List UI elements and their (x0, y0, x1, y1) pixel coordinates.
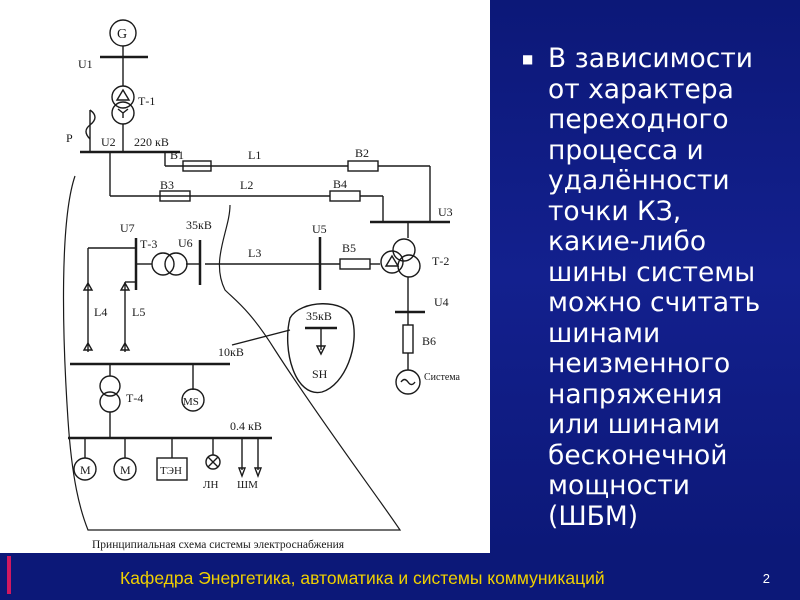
bullet-line: шины системы (548, 256, 756, 288)
heater-ten (156, 457, 188, 481)
power-supply-schematic: G U1 Т-1 P U2 220 кВ В1 L1 В2 В3 L2 В4 U… (62, 19, 461, 551)
t1-label: Т-1 (138, 94, 155, 108)
t4-label: Т-4 (126, 391, 143, 405)
bullet-line: бесконечной (548, 439, 728, 471)
b6-label: В6 (422, 334, 436, 348)
v10-label: 10кВ (218, 345, 244, 359)
u7-label: U7 (120, 221, 135, 235)
l1-label: L1 (248, 148, 261, 162)
ms-label: MS (183, 396, 199, 408)
v35b-label: 35кВ (306, 309, 332, 323)
breaker-b2 (347, 160, 379, 172)
l5-label: L5 (132, 305, 145, 319)
sn-label: SН (312, 367, 328, 381)
u5-label: U5 (312, 222, 327, 236)
bullet-line: или шинами (548, 409, 721, 440)
bullet-text: В зависимости от характера переходного п… (548, 43, 761, 532)
bullet-item: ■ В зависимости от характера переходного… (522, 43, 792, 532)
motor-1 (73, 457, 97, 481)
lamp-ln (205, 454, 221, 470)
l3-label: L3 (248, 246, 261, 260)
bullet-line: В зависимости (548, 43, 753, 74)
b2-label: В2 (355, 146, 369, 160)
b3-label: В3 (160, 178, 174, 192)
l2-label: L2 (240, 178, 253, 192)
v35a-label: 35кВ (186, 218, 212, 232)
text-panel (490, 0, 800, 553)
b4-label: В4 (333, 177, 347, 191)
bullet-line: переходного (548, 104, 729, 135)
footer-department: Кафедра Энергетика, автоматика и системы… (120, 568, 605, 588)
u1-label: U1 (78, 57, 93, 71)
breaker-b1 (182, 160, 212, 172)
breaker-b4 (329, 190, 361, 202)
system-label: Система (424, 372, 461, 383)
u6-label: U6 (178, 236, 193, 250)
bullet-line: неизменного (548, 348, 731, 379)
plant-boundary (62, 175, 402, 531)
motor-1-label: M (80, 463, 91, 477)
bullet-line: мощности (548, 470, 690, 501)
l4-label: L4 (94, 305, 107, 319)
square-bullet-icon: ■ (522, 52, 534, 66)
generator-label: G (117, 27, 127, 42)
u3-label: U3 (438, 205, 453, 219)
diagram-caption: Принципиальная схема системы электроснаб… (92, 539, 345, 551)
page-number: 2 (762, 571, 770, 586)
transformer-t2 (392, 238, 416, 262)
bullet-line: удалённости (548, 165, 730, 196)
bullet-line: можно считать (548, 287, 761, 318)
ln-label: ЛН (203, 479, 218, 491)
breaker-b5 (339, 258, 371, 270)
v04-label: 0.4 кВ (230, 419, 262, 433)
bullet-line: точки КЗ, (548, 195, 682, 227)
transformer-t4 (99, 375, 121, 397)
v220-label: 220 кВ (134, 135, 169, 149)
load-area (286, 303, 355, 394)
breaker-b3 (159, 190, 191, 202)
diagram-panel: G U1 Т-1 P U2 220 кВ В1 L1 В2 В3 L2 В4 U… (0, 0, 490, 553)
ten-label: ТЭН (160, 465, 182, 477)
breaker-b6 (402, 324, 414, 354)
bullet-line: напряжения (548, 378, 723, 410)
bullet-line: (ШБМ) (548, 500, 639, 532)
motor-2-label: M (120, 463, 131, 477)
bullet-line: от характера (548, 73, 734, 105)
p-label: P (66, 131, 73, 145)
bullet-line: какие-либо (548, 226, 707, 257)
synchronous-motor (181, 388, 205, 412)
u2-label: U2 (101, 135, 116, 149)
b5-label: В5 (342, 241, 356, 255)
system-source (395, 369, 421, 395)
motor-2 (113, 457, 137, 481)
b1-label: В1 (170, 148, 184, 162)
t3-label: Т-3 (140, 237, 157, 251)
transformer-t1-winding (111, 85, 135, 109)
bullet-line: шинами (548, 317, 661, 349)
transformer-t3 (164, 252, 188, 276)
footer-accent (7, 556, 11, 594)
bullet-line: процесса и (548, 134, 704, 166)
t2-label: Т-2 (432, 254, 449, 268)
u4-label: U4 (434, 295, 449, 309)
shm-label: ШМ (237, 479, 258, 491)
footer-bar (0, 553, 800, 600)
